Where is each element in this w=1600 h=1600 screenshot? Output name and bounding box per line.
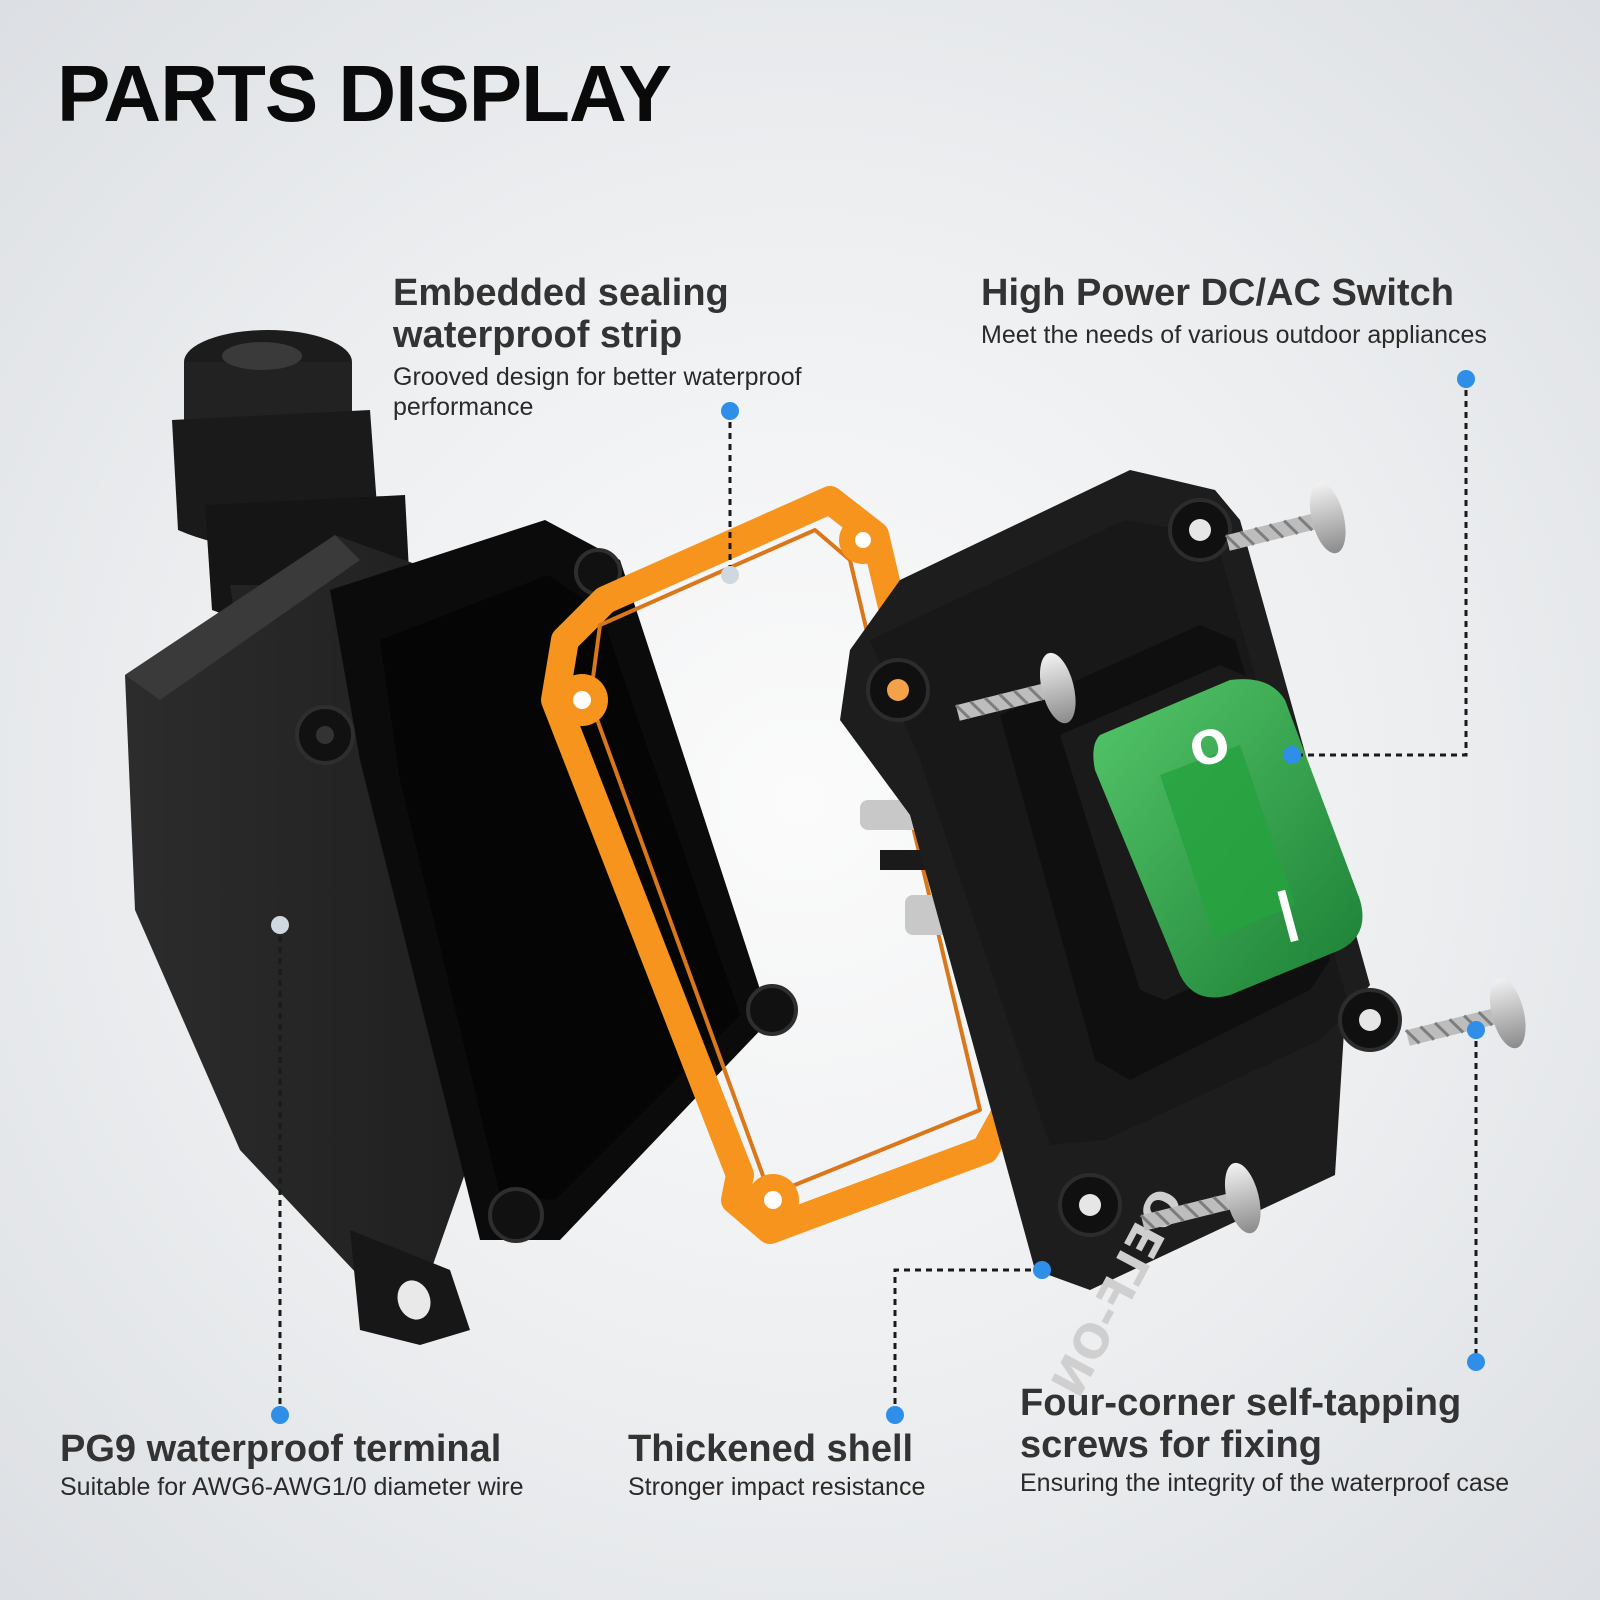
leader-switch: [1292, 379, 1468, 757]
callout-heading: PG9 waterproof terminal: [60, 1428, 502, 1470]
callout-description: Ensuring the integrity of the waterproof…: [1020, 1469, 1510, 1497]
callout-pg9-terminal: PG9 waterproof terminal Suitable for AWG…: [60, 1428, 620, 1502]
callout-fixing-screws: Four-corner self-tapping screws for fixi…: [1020, 1382, 1600, 1498]
leader-shell: [893, 1268, 1042, 1415]
enclosure-box: [125, 330, 798, 1345]
callout-description: Stronger impact resistance: [628, 1473, 926, 1501]
callout-description: Meet the needs of various outdoor applia…: [981, 321, 1487, 349]
callout-sealing-strip: Embedded sealing waterproof strip Groove…: [393, 272, 913, 422]
page-title: PARTS DISPLAY: [57, 49, 672, 138]
callout-thickened-shell: Thickened shell Stronger impact resistan…: [628, 1428, 988, 1502]
callout-leaders: [278, 379, 1478, 1415]
callout-heading: Four-corner self-tapping screws for fixi…: [1020, 1382, 1462, 1466]
callout-heading: Embedded sealing waterproof strip: [393, 272, 729, 356]
callout-dots: [271, 370, 1485, 1424]
sealing-gasket: [541, 486, 1024, 1244]
callout-heading: Thickened shell: [628, 1428, 914, 1470]
callout-power-switch: High Power DC/AC Switch Meet the needs o…: [981, 272, 1581, 350]
callout-description: Grooved design for better waterproof per…: [393, 363, 802, 421]
callout-heading: High Power DC/AC Switch: [981, 272, 1454, 314]
self-tapping-screws: [954, 482, 1526, 1234]
callout-description: Suitable for AWG6-AWG1/0 diameter wire: [60, 1473, 524, 1501]
switch-cover-plate: O OELF-ON: [840, 470, 1402, 1405]
